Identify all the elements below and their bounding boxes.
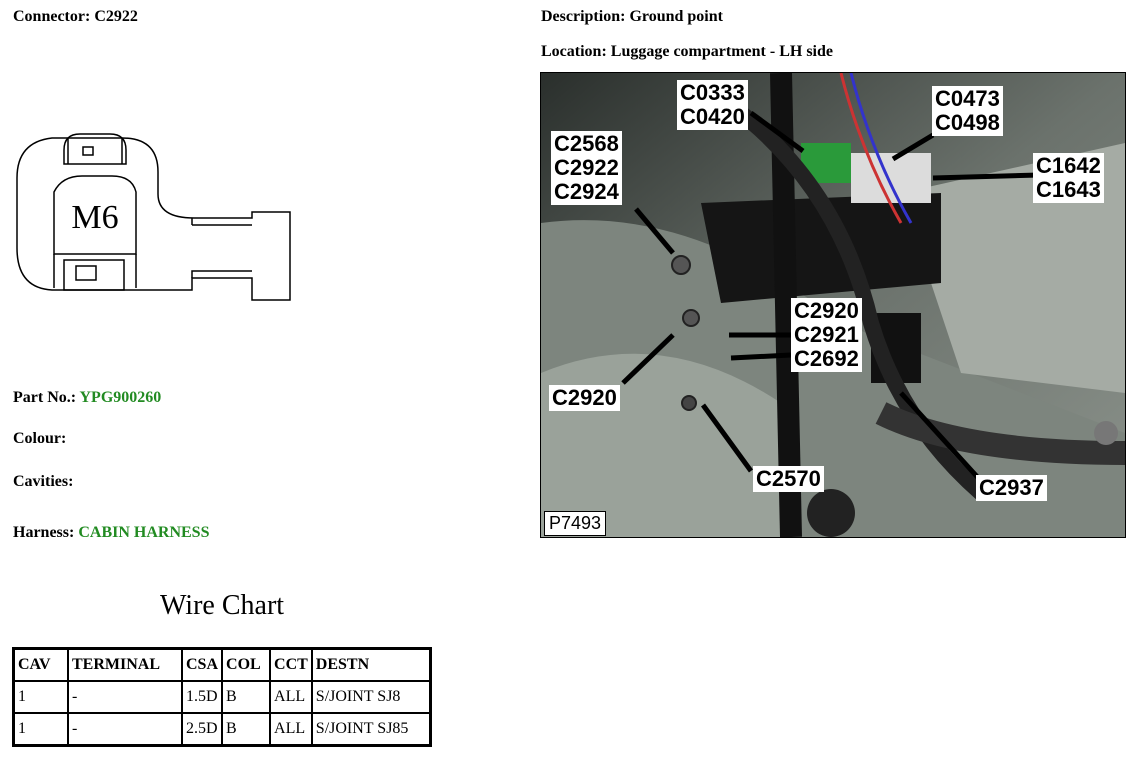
cavities-field: Cavities: xyxy=(13,473,73,491)
col-col: COL xyxy=(221,647,272,682)
part-no-value: YPG900260 xyxy=(79,389,162,406)
col-terminal: TERMINAL xyxy=(67,647,183,682)
col-cav: CAV xyxy=(12,647,69,682)
part-no-field: Part No.: YPG900260 xyxy=(13,389,161,407)
col-destn: DESTN xyxy=(310,647,432,682)
photo-scene xyxy=(541,73,1125,537)
connector-label: Connector: xyxy=(13,8,91,25)
cell-destn: S/JOINT SJ85 xyxy=(310,712,432,747)
location-value: Luggage compartment - LH side xyxy=(610,43,833,60)
cell-terminal: - xyxy=(67,680,183,714)
cell-cct: ALL xyxy=(269,712,313,747)
cell-terminal: - xyxy=(67,712,183,747)
wire-chart-title: Wire Chart xyxy=(160,590,285,621)
cell-col: B xyxy=(221,680,272,714)
callout-c2937: C2937 xyxy=(976,475,1047,501)
harness-label: Harness: xyxy=(13,524,75,541)
cell-cav: 1 xyxy=(12,680,69,714)
cavities-label: Cavities: xyxy=(13,473,74,490)
photo-id-label: P7493 xyxy=(544,511,607,536)
harness-field: Harness: CABIN HARNESS xyxy=(13,524,209,542)
location-field: Location: Luggage compartment - LH side xyxy=(541,43,833,61)
table-row: 1 - 1.5D B ALL S/JOINT SJ8 xyxy=(12,680,432,714)
table-row: 1 - 2.5D B ALL S/JOINT SJ85 xyxy=(12,712,432,747)
cell-csa: 1.5D xyxy=(180,680,224,714)
cell-cav: 1 xyxy=(12,712,69,747)
description-label: Description: xyxy=(541,8,626,25)
colour-field: Colour: xyxy=(13,430,66,448)
colour-label: Colour: xyxy=(13,430,67,447)
connector-field: Connector: C2922 xyxy=(13,8,138,26)
connector-value: C2922 xyxy=(94,8,138,25)
connector-drawing: M6 xyxy=(16,133,291,301)
location-label: Location: xyxy=(541,43,607,60)
description-value: Ground point xyxy=(629,8,723,25)
wire-chart-table: CAV TERMINAL CSA COL CCT DESTN 1 - 1.5D … xyxy=(12,647,432,747)
cell-destn: S/JOINT SJ8 xyxy=(310,680,432,714)
table-header-row: CAV TERMINAL CSA COL CCT DESTN xyxy=(12,647,432,682)
callout-c2920: C2920 xyxy=(549,385,620,411)
drawing-stamp: M6 xyxy=(71,199,118,236)
description-field: Description: Ground point xyxy=(541,8,723,26)
col-csa: CSA xyxy=(180,647,224,682)
cell-cct: ALL xyxy=(269,680,313,714)
col-cct: CCT xyxy=(269,647,313,682)
cell-csa: 2.5D xyxy=(180,712,224,747)
harness-value: CABIN HARNESS xyxy=(78,524,210,541)
part-no-label: Part No.: xyxy=(13,389,77,406)
callout-c2570: C2570 xyxy=(753,466,824,492)
cell-col: B xyxy=(221,712,272,747)
